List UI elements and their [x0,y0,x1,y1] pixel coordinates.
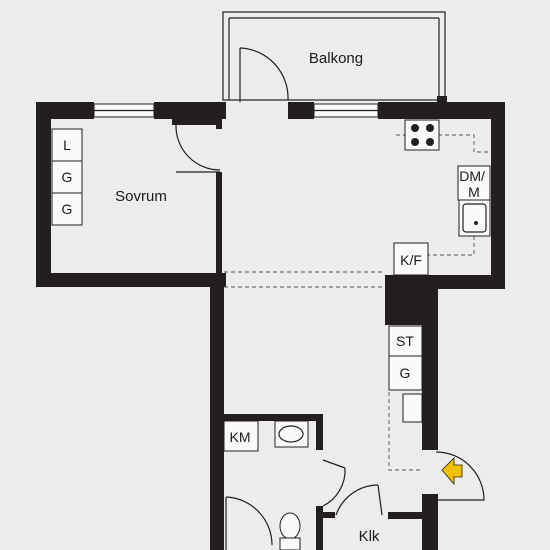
windows [93,103,379,118]
entrance [435,451,485,501]
exterior-walls [36,102,505,550]
bedroom-partitions [172,119,222,276]
toilet-icon [279,512,301,550]
storage-label-L: L [63,137,71,153]
storage-L [51,128,83,162]
hall-storage: ST G [388,325,423,471]
room-label-klk: Klk [359,528,380,545]
storage-label-G-hall: G [400,365,411,381]
balcony-outline [222,11,446,101]
bedroom-storage: L G G [51,128,83,226]
stove-icon [404,119,440,151]
room-label-sovrum: Sovrum [115,188,167,205]
balcony-door [239,47,289,102]
bathroom [223,414,346,550]
hall-shelf [402,393,423,423]
entrance-arrow-icon [441,457,463,486]
storage-label-G-2: G [62,201,73,217]
storage-G-hall [388,355,423,391]
room-label-dm-m: DM/ M [459,168,489,200]
storage-G-2 [51,192,83,226]
storage-ST [388,325,423,357]
room-label-kf: K/F [400,252,422,268]
washing-machine [223,420,259,452]
room-label-km: KM [230,429,251,445]
storage-label-G-1: G [62,169,73,185]
balcony-rail-post [437,96,447,102]
storage-G-1 [51,160,83,194]
room-label-balkong: Balkong [309,50,363,67]
appliance-cabinet [457,165,491,201]
kitchen-sink-icon [458,199,491,237]
fridge-freezer [393,242,429,276]
storage-label-ST: ST [396,333,414,349]
balcony [222,11,447,102]
closet [323,484,422,519]
kitchen [224,119,491,288]
